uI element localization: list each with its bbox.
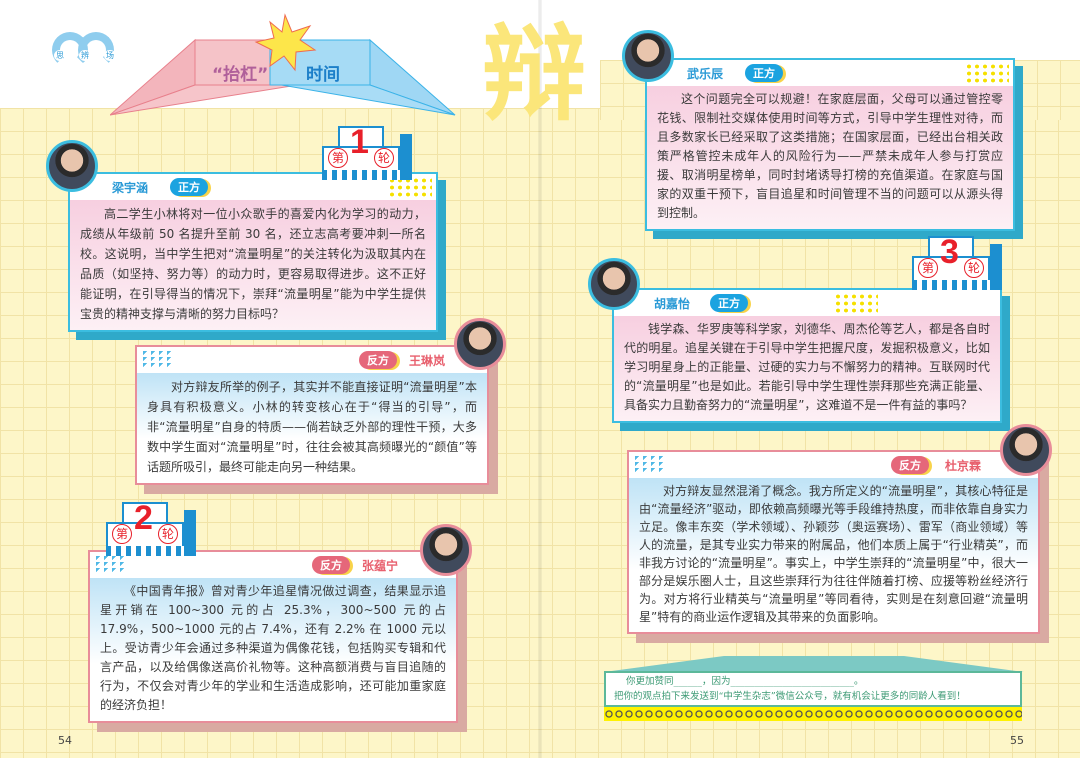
page-spine bbox=[538, 0, 542, 758]
title-right: 时间 bbox=[306, 65, 340, 85]
dots-decoration bbox=[388, 177, 432, 197]
page-number-left: 54 bbox=[58, 734, 72, 747]
logo-char: 思 bbox=[54, 50, 66, 61]
round-1-badge: 第 1 轮 bbox=[322, 123, 412, 182]
big-debate-char: 辩 bbox=[482, 13, 587, 135]
round-number: 2 bbox=[134, 499, 153, 537]
round-number: 3 bbox=[940, 233, 959, 271]
round-suffix: 轮 bbox=[158, 524, 178, 544]
triangles-decoration bbox=[635, 456, 667, 474]
side-badge: 正方 bbox=[170, 178, 208, 196]
argument-card-con: 反方 杜京霖 对方辩友显然混淆了概念。我方所定义的“流量明星”，其核心特征是由“流… bbox=[627, 450, 1040, 634]
side-badge: 反方 bbox=[312, 556, 350, 574]
round-prefix: 第 bbox=[918, 258, 938, 278]
round-3-badge: 第 3 轮 bbox=[912, 233, 1002, 292]
page-number-right: 55 bbox=[1010, 734, 1024, 747]
speaker-name: 梁宇涵 bbox=[112, 181, 149, 195]
side-badge: 正方 bbox=[745, 64, 783, 82]
opinion-prompt-box: 你更加赞同______，因为__________________________… bbox=[604, 671, 1022, 707]
avatar bbox=[420, 524, 472, 576]
triangles-decoration bbox=[96, 556, 128, 574]
side-badge: 反方 bbox=[359, 351, 397, 369]
ticket-strip bbox=[604, 707, 1022, 721]
argument-text: 这个问题完全可以规避！在家庭层面，父母可以通过管控零花钱、限制社交媒体使用时间等… bbox=[647, 86, 1013, 229]
logo-char: 辨 bbox=[79, 50, 91, 61]
argument-text: 《中国青年报》曾对青少年追星情况做过调查，结果显示追星开销在 100~300 元… bbox=[90, 578, 456, 721]
argument-text: 对方辩友所举的例子，其实并不能直接证明“流量明星”本身具有积极意义。小林的转变核… bbox=[137, 373, 487, 483]
column-logo: 思 辨 场 bbox=[52, 30, 118, 68]
argument-card-con: 反方张蕴宁 《中国青年报》曾对青少年追星情况做过调查，结果显示追星开销在 100… bbox=[88, 550, 458, 723]
round-2-badge: 第 2 轮 bbox=[106, 499, 196, 558]
prompt-roof bbox=[604, 656, 1024, 672]
avatar bbox=[1000, 424, 1052, 476]
argument-text: 高二学生小林将对一位小众歌手的喜爱内化为学习的动力，成绩从年级前 50 名提升至… bbox=[70, 200, 436, 330]
speaker-name: 王琳岚 bbox=[409, 354, 446, 368]
dots-decoration bbox=[834, 293, 878, 313]
triangles-decoration bbox=[143, 351, 175, 369]
title-left: “抬杠” bbox=[212, 65, 269, 85]
title-banner bbox=[110, 13, 456, 116]
side-badge: 正方 bbox=[710, 294, 748, 312]
argument-card-pro: 梁宇涵 正方 高二学生小林将对一位小众歌手的喜爱内化为学习的动力，成绩从年级前 5… bbox=[68, 172, 438, 332]
star-burst-icon bbox=[254, 13, 317, 72]
argument-card-pro: 胡嘉怡 正方 钱学森、华罗庚等科学家，刘德华、周杰伦等艺人，都是各自时代的明星。追… bbox=[612, 288, 1002, 423]
side-badge: 反方 bbox=[891, 456, 929, 474]
round-prefix: 第 bbox=[328, 148, 348, 168]
argument-text: 对方辩友显然混淆了概念。我方所定义的“流量明星”，其核心特征是由“流量经济”驱动… bbox=[629, 478, 1038, 632]
avatar bbox=[588, 258, 640, 310]
speaker-name: 杜京霖 bbox=[945, 459, 982, 473]
prompt-line-2: 把你的观点拍下来发送到“中学生杂志”微信公众号，就有机会让更多的同龄人看到！ bbox=[614, 691, 966, 702]
avatar bbox=[622, 30, 674, 82]
round-suffix: 轮 bbox=[374, 148, 394, 168]
argument-card-pro: 武乐辰 正方 这个问题完全可以规避！在家庭层面，父母可以通过管控零花钱、限制社交媒… bbox=[645, 58, 1015, 231]
avatar bbox=[46, 140, 98, 192]
round-suffix: 轮 bbox=[964, 258, 984, 278]
avatar bbox=[454, 318, 506, 370]
logo-char: 场 bbox=[104, 50, 116, 61]
prompt-line-1: 你更加赞同______，因为__________________________… bbox=[626, 676, 864, 687]
speaker-name: 武乐辰 bbox=[687, 67, 724, 81]
round-prefix: 第 bbox=[112, 524, 132, 544]
round-number: 1 bbox=[350, 123, 369, 161]
argument-text: 钱学森、华罗庚等科学家，刘德华、周杰伦等艺人，都是各自时代的明星。追星关键在于引… bbox=[614, 316, 1000, 421]
speaker-name: 张蕴宁 bbox=[362, 559, 399, 573]
argument-card-con: 反方王琳岚 对方辩友所举的例子，其实并不能直接证明“流量明星”本身具有积极意义。… bbox=[135, 345, 489, 485]
speaker-name: 胡嘉怡 bbox=[654, 297, 691, 311]
dots-decoration bbox=[965, 63, 1009, 83]
